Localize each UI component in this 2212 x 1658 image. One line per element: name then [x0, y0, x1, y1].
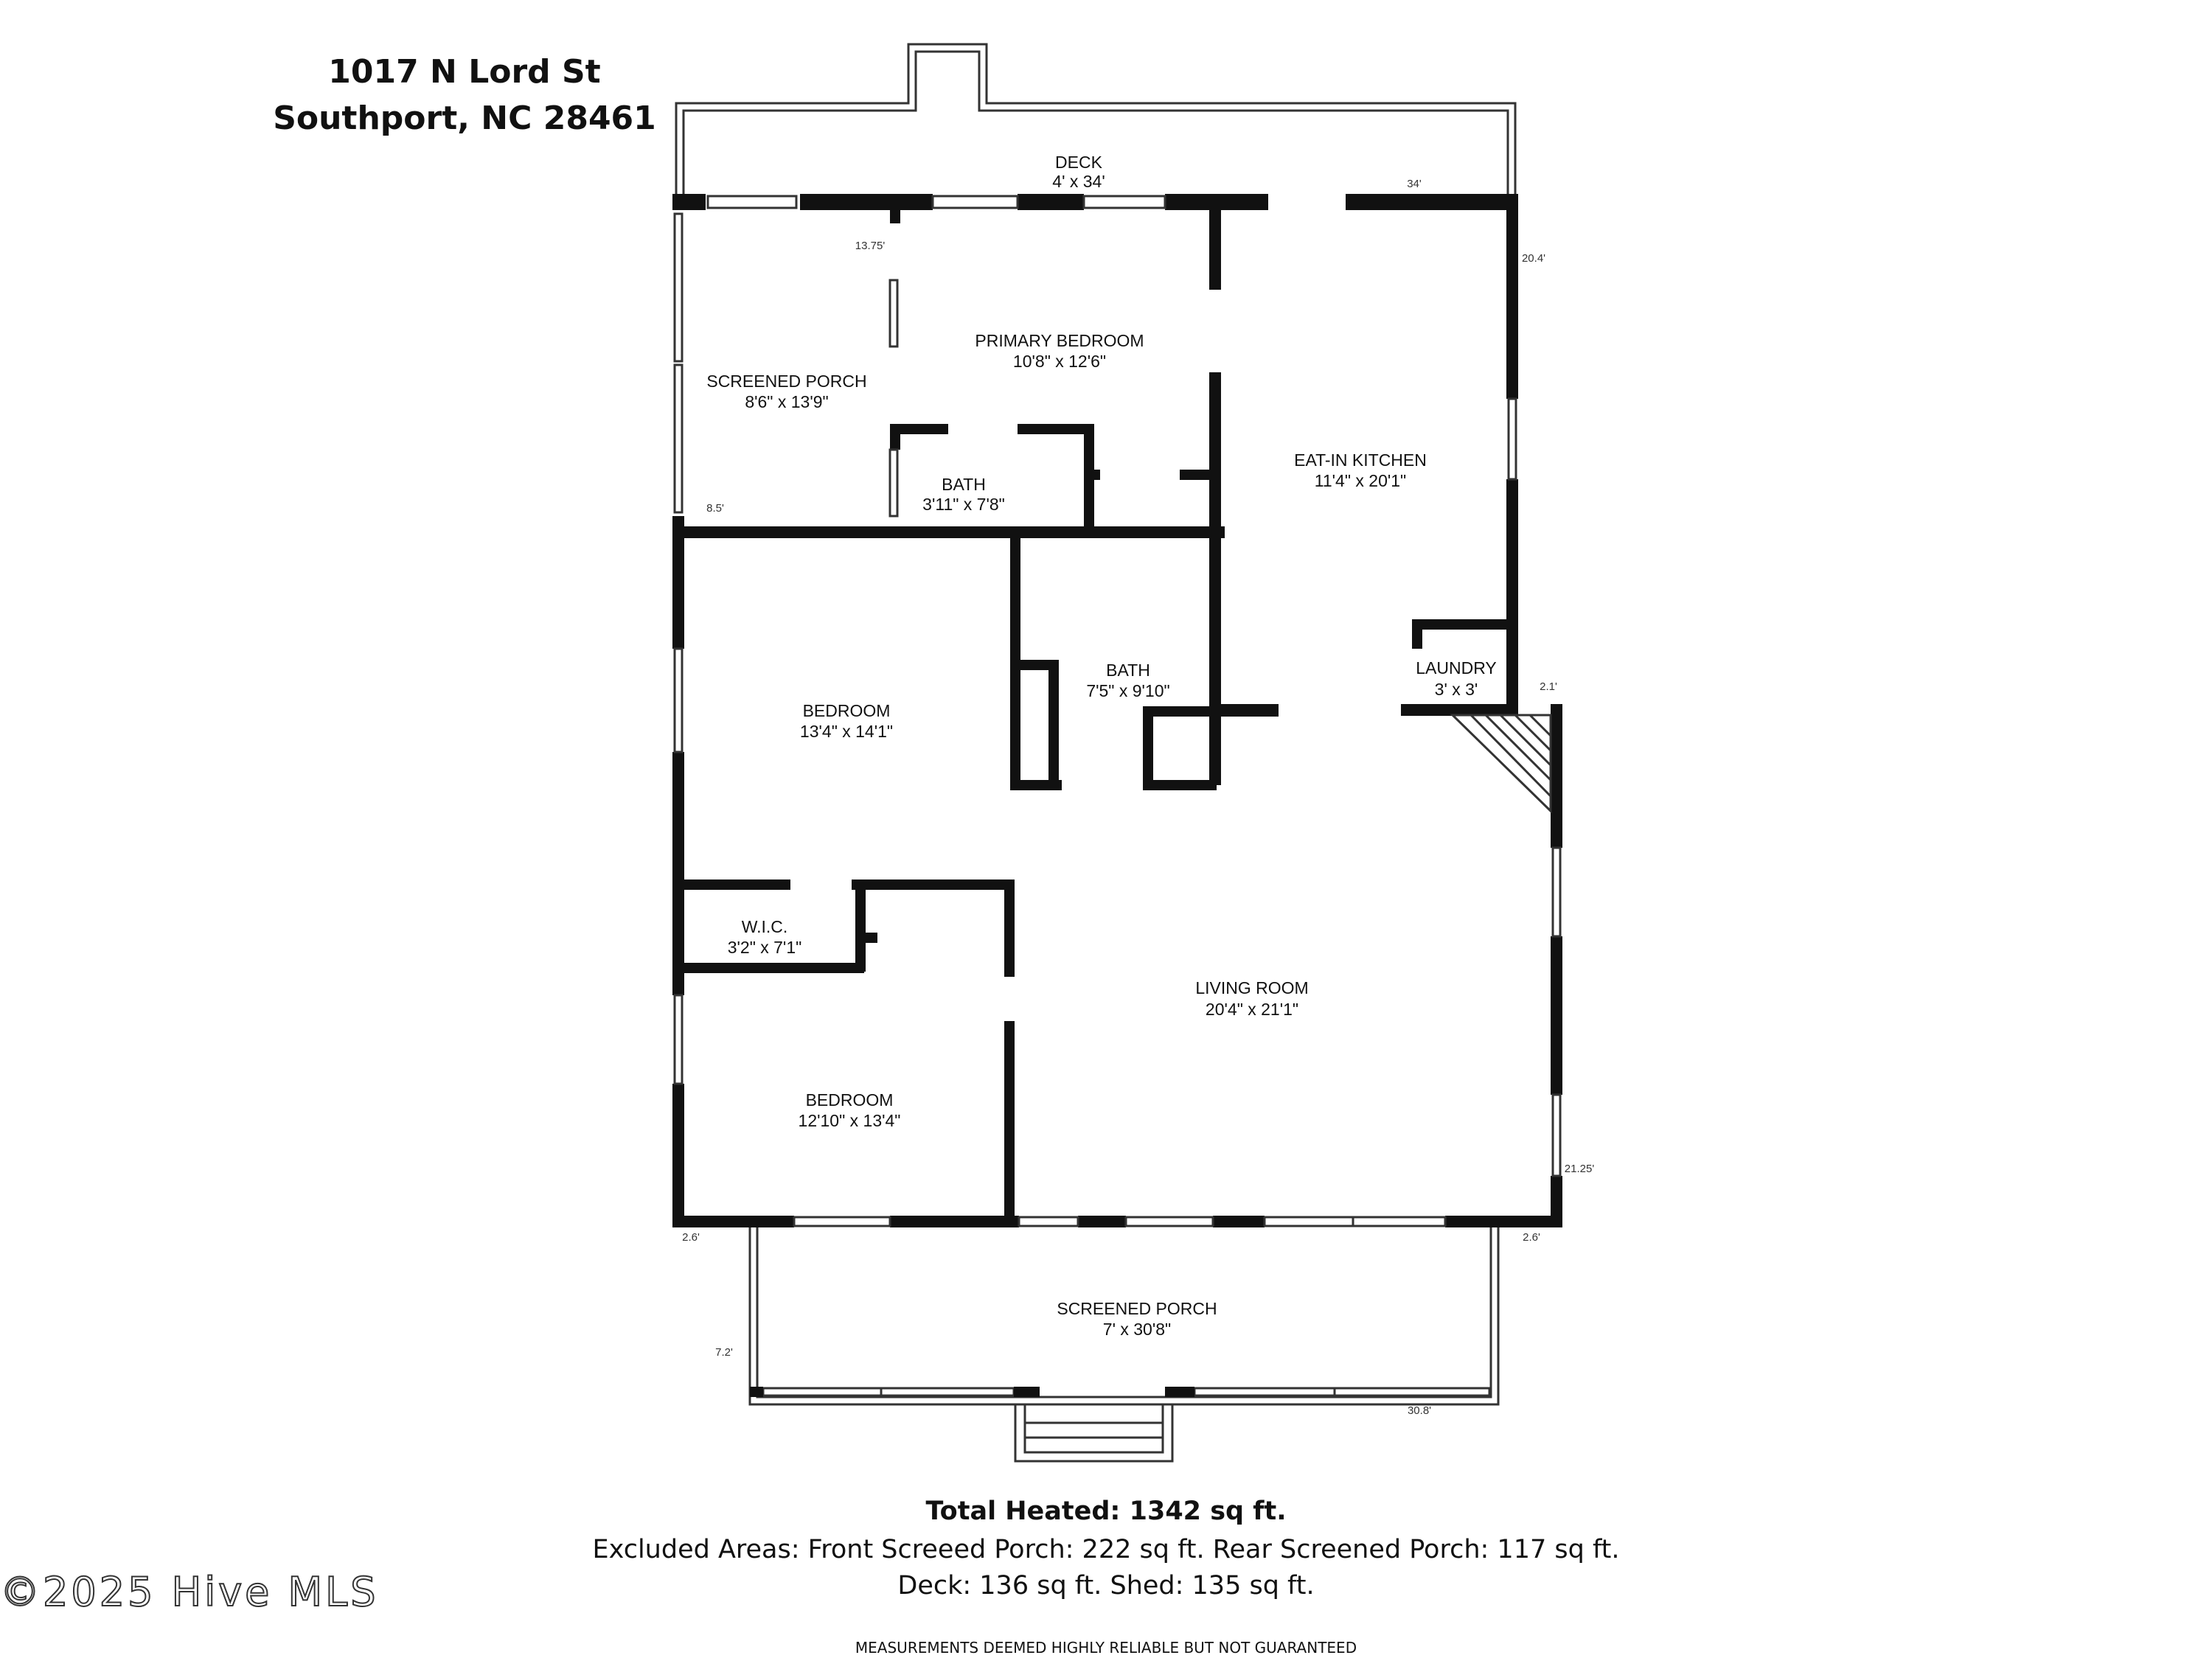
disclaimer: MEASUREMENTS DEEMED HIGHLY RELIABLE BUT … — [855, 1639, 1357, 1657]
primary-bath-label: BATH — [942, 475, 986, 494]
kitchen-dims: 11'4" x 20'1" — [1315, 471, 1406, 490]
bedroom-2-dims: 12'10" x 13'4" — [799, 1111, 901, 1130]
measure-rear-porch-top: 13.75' — [855, 240, 886, 252]
measure-laundry-jog: 2.1' — [1540, 680, 1557, 693]
front-porch-label: SCREENED PORCH — [1057, 1299, 1217, 1318]
measure-rear-porch-bottom: 8.5' — [706, 502, 724, 515]
bedroom-2-label: BEDROOM — [806, 1090, 894, 1110]
primary-bath-dims: 3'11" x 7'8" — [922, 495, 1005, 514]
primary-bedroom-dims: 10'8" x 12'6" — [1013, 352, 1106, 371]
front-porch-dims: 7' x 30'8" — [1103, 1320, 1171, 1339]
entry-steps — [1014, 1404, 1174, 1463]
deck-dims: 4' x 34' — [1052, 172, 1105, 191]
measure-porch-depth: 7.2' — [715, 1346, 733, 1359]
measure-porch-width: 30.8' — [1408, 1404, 1431, 1417]
deck-label: DECK — [1055, 153, 1103, 172]
living-room-label: LIVING ROOM — [1195, 978, 1308, 997]
bedroom-1-label: BEDROOM — [803, 701, 891, 720]
measure-living-side: 21.25' — [1565, 1163, 1595, 1175]
address-line-1: 1017 N Lord St — [328, 53, 601, 91]
laundry-label: LAUNDRY — [1416, 658, 1497, 678]
rear-porch-label: SCREENED PORCH — [706, 372, 866, 391]
measure-porch-right-jog: 2.6' — [1523, 1231, 1540, 1244]
excluded-areas-line-1: Excluded Areas: Front Screeed Porch: 222… — [592, 1535, 1620, 1564]
measure-porch-left-jog: 2.6' — [682, 1231, 700, 1244]
laundry-dims: 3' x 3' — [1435, 680, 1478, 699]
primary-bedroom-label: PRIMARY BEDROOM — [975, 331, 1144, 350]
bedroom-1-dims: 13'4" x 14'1" — [800, 722, 893, 741]
stairs — [1450, 714, 1552, 814]
measure-kitchen-side: 20.4' — [1522, 252, 1545, 265]
wic-dims: 3'2" x 7'1" — [728, 938, 802, 957]
living-room-dims: 20'4" x 21'1" — [1206, 1000, 1298, 1019]
watermark: ©2025 Hive MLS — [0, 1568, 379, 1616]
rear-porch-dims: 8'6" x 13'9" — [745, 392, 828, 411]
deck-outline — [675, 43, 1517, 198]
kitchen-label: EAT-IN KITCHEN — [1294, 450, 1427, 470]
hall-bath-dims: 7'5" x 9'10" — [1086, 681, 1169, 700]
total-heated: Total Heated: 1342 sq ft. — [925, 1497, 1287, 1526]
front-porch-wall — [750, 1387, 1194, 1397]
address-line-2: Southport, NC 28461 — [273, 100, 656, 137]
excluded-areas-line-2: Deck: 136 sq ft. Shed: 135 sq ft. — [897, 1571, 1315, 1600]
windows — [673, 195, 1562, 1227]
hall-bath-label: BATH — [1106, 661, 1150, 680]
measure-deck-width: 34' — [1407, 178, 1422, 190]
interior-walls — [672, 194, 1515, 1224]
wic-label: W.I.C. — [742, 917, 788, 936]
